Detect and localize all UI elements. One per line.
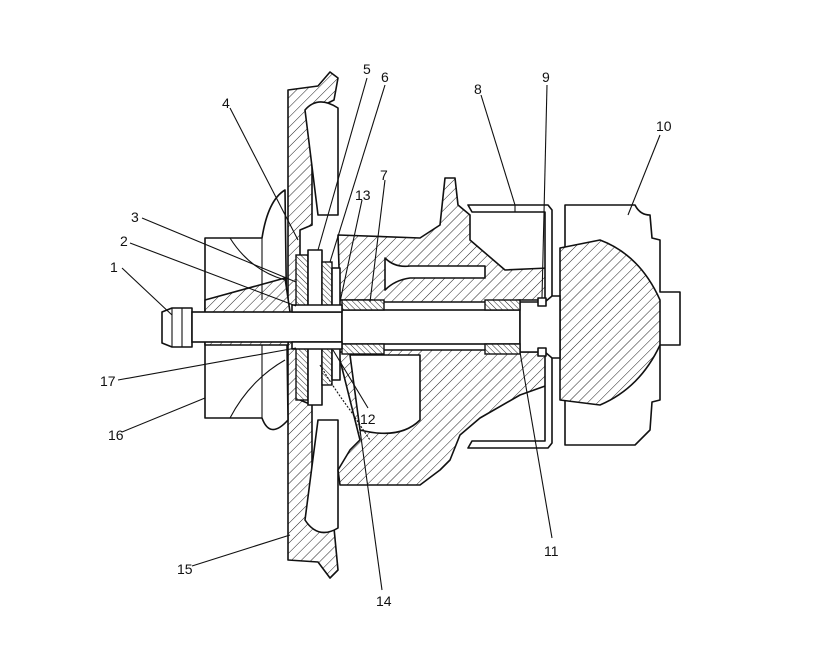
callout-3: 3 [131, 209, 139, 225]
center-housing [337, 177, 549, 486]
callout-labels: 1 2 3 4 5 6 7 8 9 10 11 12 13 14 15 16 1… [100, 61, 672, 609]
thrust-bearing-assembly [291, 249, 343, 406]
callout-6: 6 [381, 69, 389, 85]
callout-2: 2 [120, 233, 128, 249]
callout-5: 5 [363, 61, 371, 77]
callout-4: 4 [222, 95, 230, 111]
oil-deflector [319, 364, 371, 441]
shaft-nut [161, 307, 193, 348]
leader-lines [117, 77, 661, 591]
callout-16: 16 [108, 427, 124, 443]
callout-8: 8 [474, 81, 482, 97]
callout-10: 10 [656, 118, 672, 134]
callout-14: 14 [376, 593, 392, 609]
callout-7: 7 [380, 167, 388, 183]
compressor-wheel [204, 189, 291, 431]
turbine-wheel [559, 204, 681, 446]
journal-bearing-turbine-side [484, 299, 521, 355]
turbine-shaft [191, 295, 561, 359]
callout-1: 1 [110, 259, 118, 275]
callout-15: 15 [177, 561, 193, 577]
callout-9: 9 [542, 69, 550, 85]
callout-17: 17 [100, 373, 116, 389]
callout-11: 11 [544, 543, 559, 559]
callout-12: 12 [360, 411, 376, 427]
callout-13: 13 [355, 187, 371, 203]
